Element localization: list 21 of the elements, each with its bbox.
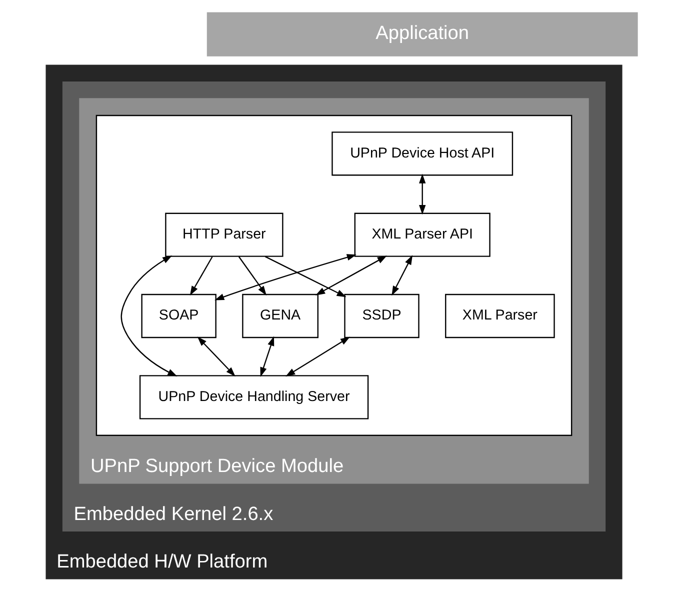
arrow — [418, 174, 426, 215]
node-box: Application — [206, 12, 638, 56]
node-box: XML Parser API — [354, 212, 490, 257]
node-box: SOAP — [140, 294, 216, 338]
arrow — [238, 256, 266, 296]
node-box: UPnP Device Handling Server — [138, 375, 368, 420]
arrow — [120, 255, 177, 376]
arrow — [260, 336, 274, 377]
node-box: GENA — [242, 294, 318, 338]
arrow — [214, 254, 356, 300]
arrow — [285, 336, 350, 377]
node-box: HTTP Parser — [164, 212, 283, 257]
arrow — [391, 255, 412, 296]
arrow — [196, 336, 235, 376]
arrow — [264, 256, 346, 298]
node-box: SSDP — [344, 294, 419, 338]
node-box: UPnP Device Host API — [331, 132, 513, 176]
arrow — [314, 256, 386, 296]
node-box: XML Parser — [444, 294, 554, 338]
arrow — [189, 256, 212, 296]
cluster — [95, 114, 572, 436]
